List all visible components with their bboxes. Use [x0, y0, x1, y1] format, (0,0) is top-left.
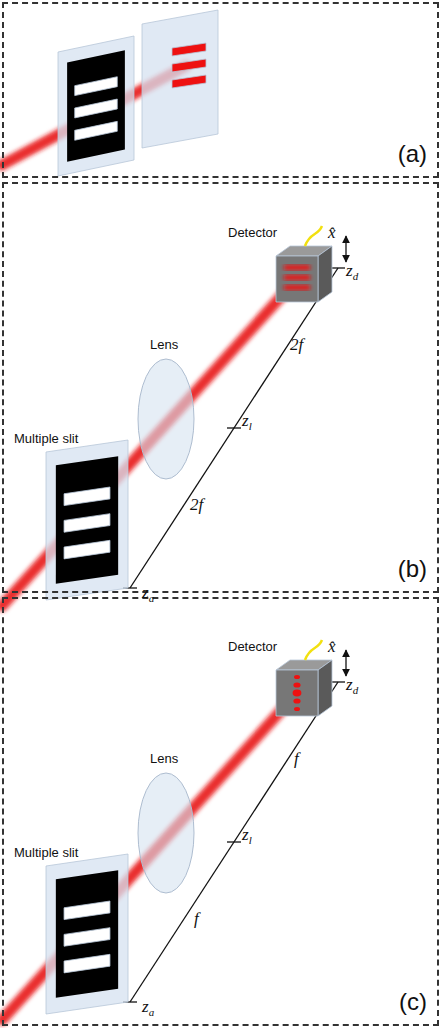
axis-symbol: zd	[346, 262, 358, 282]
part-name: Lens	[150, 338, 178, 352]
panel-frame: (a)	[2, 2, 439, 178]
axis-tick	[331, 267, 345, 268]
screen-plate	[142, 10, 218, 148]
glass-plate	[58, 36, 134, 176]
part-name: Detector	[228, 640, 277, 654]
slit-image	[284, 265, 310, 270]
slit-opening	[75, 121, 118, 140]
detector-face	[276, 670, 318, 716]
part-name: Multiple slit	[14, 432, 78, 446]
glass-plate	[46, 440, 128, 600]
panel-letter: (b)	[398, 555, 427, 583]
slit-image	[172, 59, 206, 72]
optical-axis	[130, 682, 338, 1002]
slit-opening	[64, 540, 110, 559]
slit-opening	[64, 928, 110, 947]
slit-image	[284, 275, 310, 280]
diffraction-spot	[294, 707, 300, 711]
imaging-setup	[2, 640, 346, 1020]
direction-arrow	[345, 650, 346, 676]
diffraction-spot	[294, 675, 300, 679]
diffraction-spot	[293, 682, 300, 687]
slit-opening	[64, 487, 110, 506]
diffraction-spot	[293, 690, 302, 697]
axis-symbol: 2f	[190, 496, 203, 515]
lens	[138, 359, 194, 479]
axis-symbol: za	[142, 998, 154, 1018]
optical-axis	[130, 268, 338, 588]
axis-symbol: za	[142, 584, 154, 604]
detector-cable	[305, 226, 322, 246]
axis-symbol: zl	[242, 412, 252, 432]
diffraction-spot	[293, 698, 300, 703]
panel-letter: (c)	[399, 988, 427, 1016]
detector-cable	[305, 640, 322, 660]
laser-beam	[2, 694, 296, 1020]
slit-opening	[75, 77, 118, 96]
panel-frame: (b)	[2, 182, 439, 593]
axis-tick	[331, 681, 345, 682]
lens	[138, 773, 194, 893]
axis-tick	[227, 427, 241, 428]
panel-frame: (c)	[2, 597, 439, 1026]
panel-a-art	[2, 10, 218, 176]
part-name: Lens	[150, 752, 178, 766]
laser-beam	[2, 280, 296, 606]
axis-symbol: x̂	[328, 224, 336, 243]
axis-symbol: zd	[346, 676, 358, 696]
glass-plate	[46, 854, 128, 1014]
detector-side	[318, 660, 332, 716]
panel-letter: (a)	[398, 140, 427, 168]
detector-face	[276, 256, 318, 302]
axis-symbol: zl	[242, 826, 252, 846]
axis-symbol: f	[194, 910, 199, 929]
slit-mask	[56, 456, 118, 584]
slit-opening	[64, 954, 110, 973]
axis-symbol: 2f	[290, 336, 303, 355]
part-name: Multiple slit	[14, 846, 78, 860]
slit-image	[172, 43, 206, 56]
axis-symbol: f	[294, 750, 299, 769]
slit-image	[172, 75, 206, 88]
imaging-setup	[2, 226, 346, 606]
slit-opening	[64, 514, 110, 533]
axis-tick	[227, 841, 241, 842]
direction-arrow	[345, 236, 346, 262]
slit-opening	[64, 901, 110, 920]
detector-side	[318, 246, 332, 302]
part-name: Detector	[228, 226, 277, 240]
slit-mask	[67, 50, 125, 161]
slit-mask	[56, 870, 118, 998]
slit-opening	[75, 99, 118, 118]
axis-symbol: x̂	[328, 638, 336, 657]
slit-image	[284, 285, 310, 290]
